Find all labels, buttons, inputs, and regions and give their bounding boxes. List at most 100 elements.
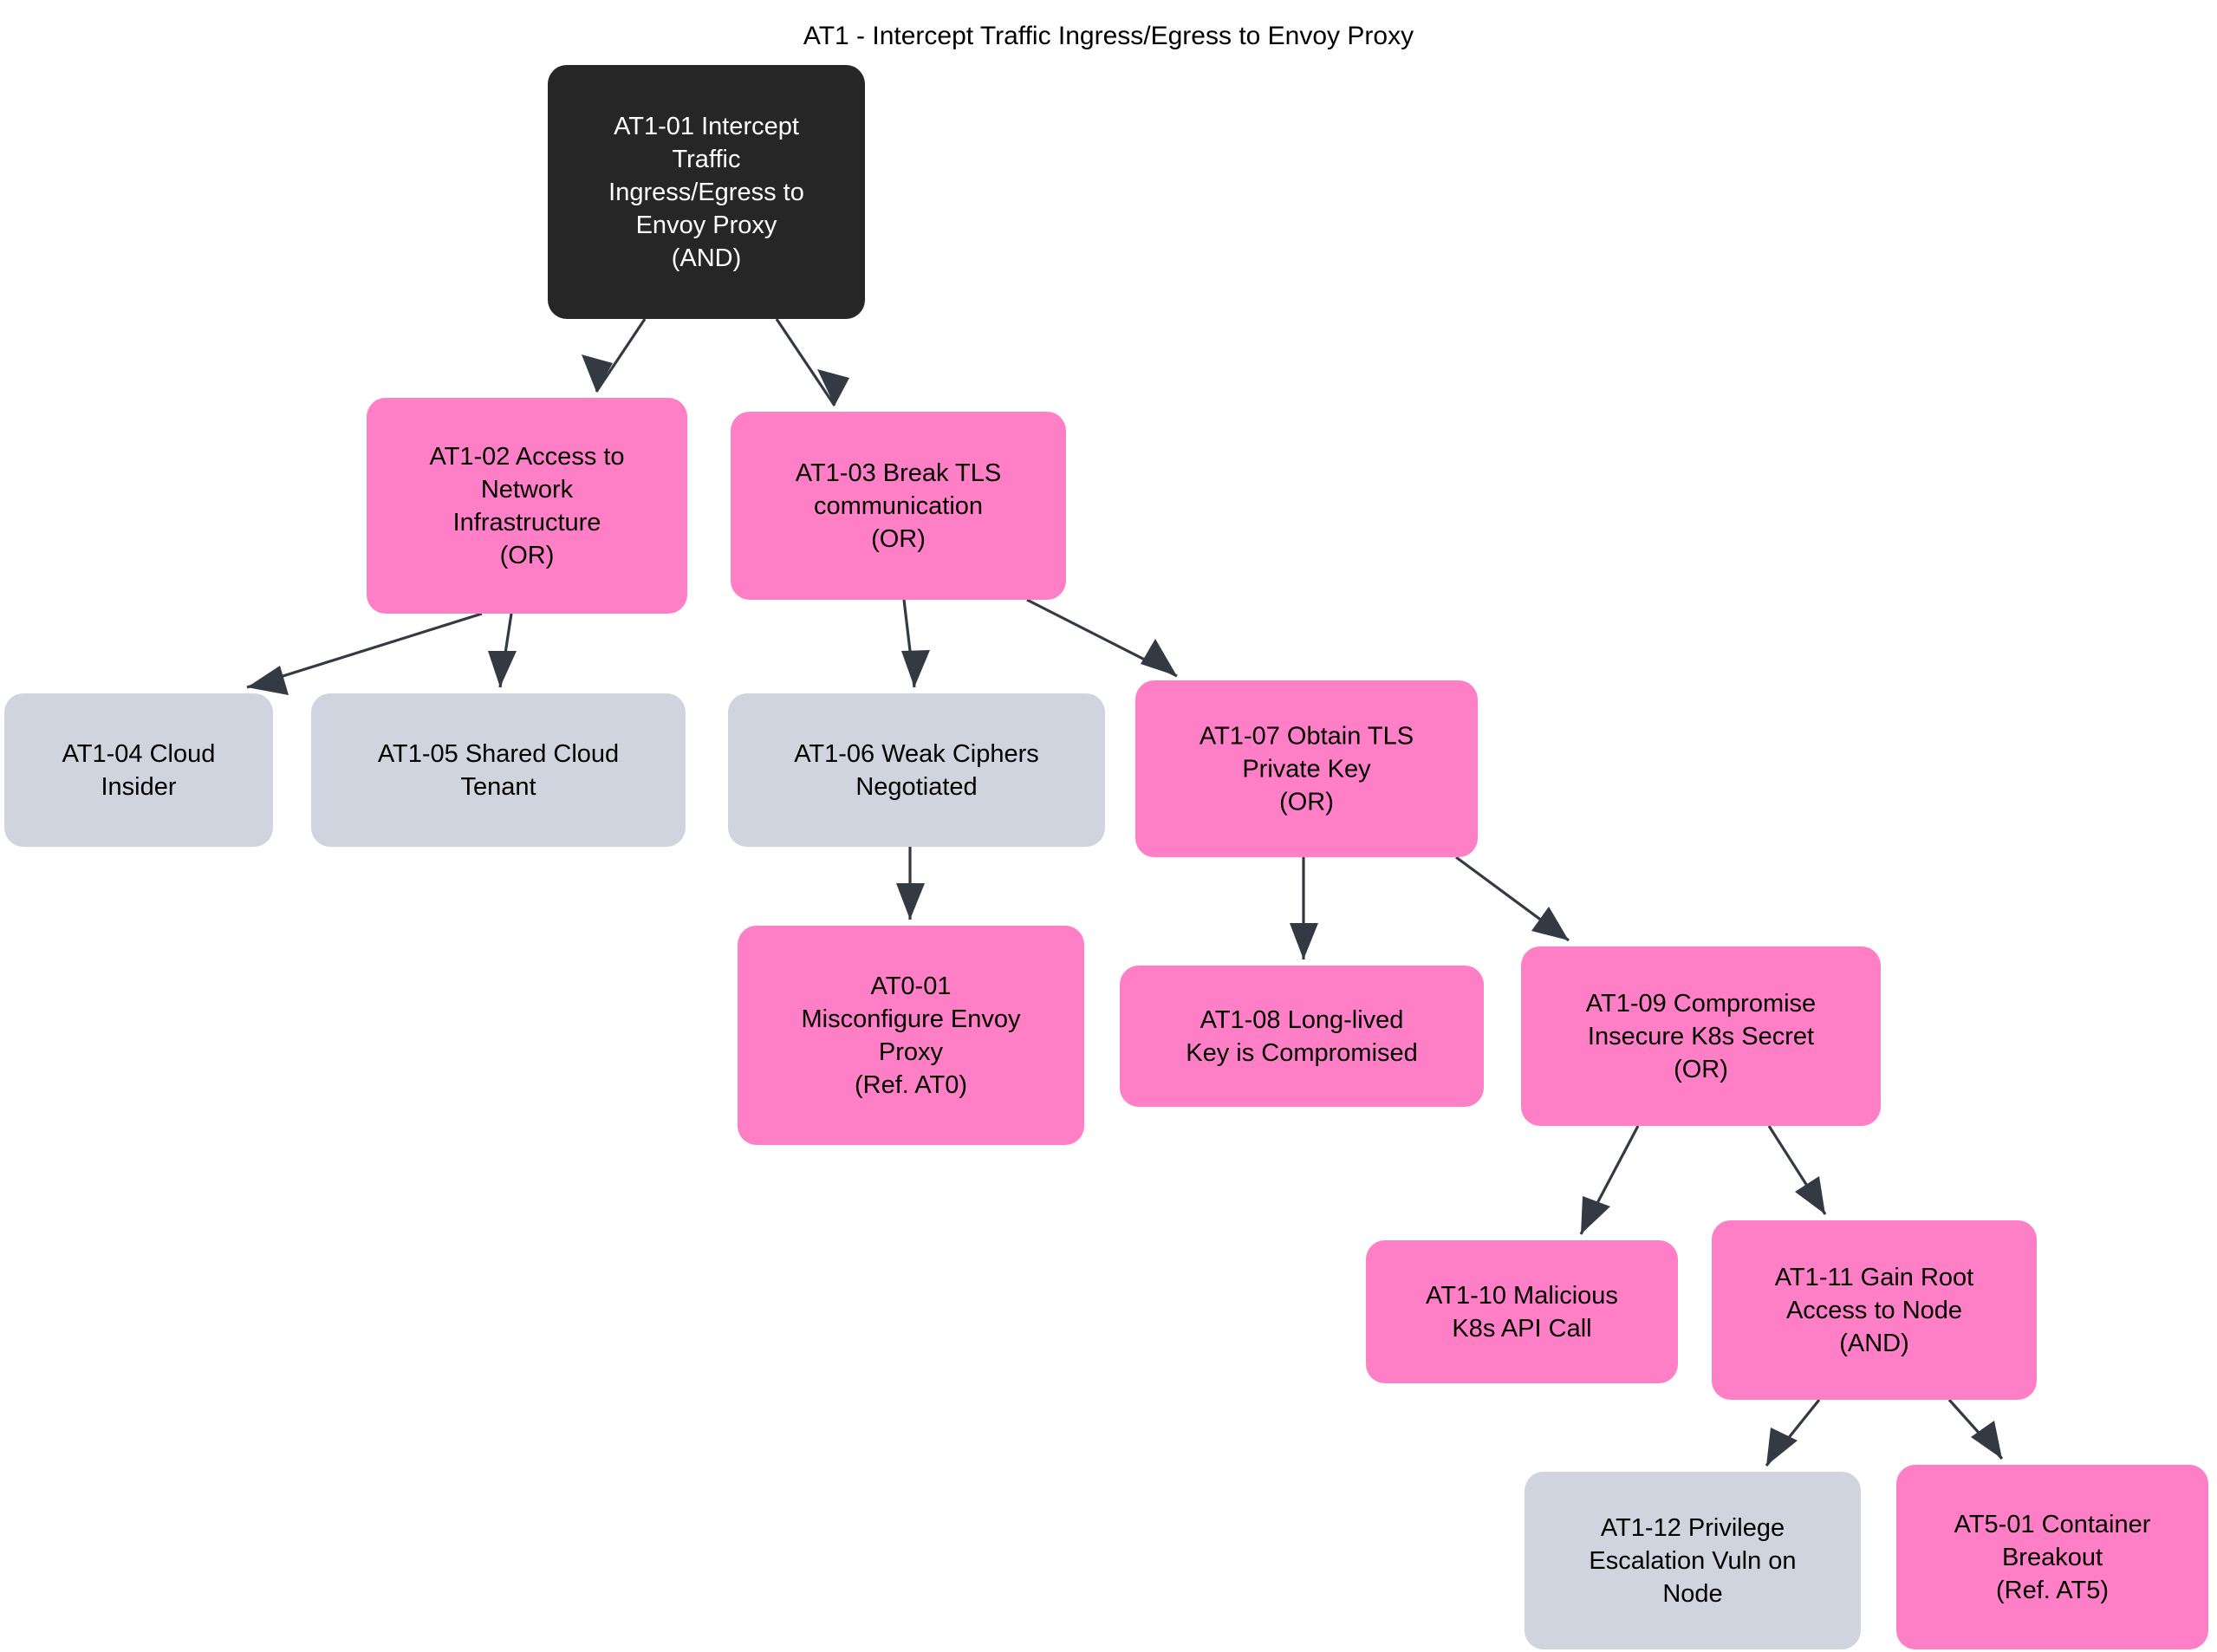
arrowhead-icon (488, 651, 517, 687)
node-label-line: Tenant (460, 773, 536, 801)
node-label-line: AT1-10 Malicious (1426, 1282, 1618, 1310)
node-label-line: AT1-04 Cloud (62, 740, 216, 768)
arrowhead-icon (1290, 923, 1318, 959)
node-box[interactable] (728, 693, 1105, 847)
edge-at1-11-to-at5-01 (1947, 1398, 2004, 1460)
node-box[interactable] (548, 65, 865, 319)
node-label-line: Private Key (1242, 756, 1371, 784)
node-label-line: Access to Node (1786, 1297, 1962, 1324)
arrowhead-icon (1531, 907, 1569, 940)
edge-line (246, 612, 483, 689)
node-box[interactable] (738, 926, 1084, 1145)
node-label-line: AT1-09 Compromise (1586, 990, 1816, 1018)
node-label-line: AT1-03 Break TLS (796, 459, 1001, 487)
node-label-line: AT0-01 (871, 972, 952, 1000)
node-label-line: Ingress/Egress to (608, 179, 804, 206)
node-label-line: Traffic (673, 146, 741, 173)
edge-at1-02-to-at1-05 (488, 613, 517, 688)
edge-at1-09-to-at1-11 (1767, 1125, 1827, 1215)
node-label-line: communication (814, 492, 983, 520)
edge-at1-06-to-at0-01 (896, 847, 925, 920)
edge-at1-11-to-at1-12 (1765, 1398, 1821, 1467)
node-label-line: Node (1662, 1580, 1722, 1608)
edge-at1-03-to-at1-07 (1026, 598, 1178, 678)
node-label-line: AT1-05 Shared Cloud (378, 740, 619, 768)
node-label-line: (AND) (1839, 1330, 1909, 1357)
node-box[interactable] (731, 412, 1066, 600)
arrowhead-icon (1795, 1176, 1825, 1214)
node-label-line: (AND) (672, 244, 742, 272)
node-box[interactable] (1120, 966, 1484, 1107)
diagram-title: AT1 - Intercept Traffic Ingress/Egress t… (803, 22, 1414, 50)
node-box[interactable] (4, 693, 273, 847)
node-label-line: Escalation Vuln on (1589, 1547, 1796, 1575)
arrowhead-icon (1141, 639, 1177, 676)
node-label-line: AT1-12 Privilege (1601, 1514, 1785, 1542)
edge-at1-02-to-at1-04 (246, 612, 483, 695)
node-label-line: Insider (101, 773, 176, 801)
node-label-line: (OR) (500, 542, 555, 569)
node-label-line: Key is Compromised (1186, 1039, 1418, 1067)
node-at1-02[interactable]: AT1-02 Access toNetworkInfrastructure(OR… (367, 398, 687, 614)
edge-at1-09-to-at1-10 (1579, 1125, 1640, 1235)
node-label-line: (OR) (871, 525, 926, 553)
node-at1-07[interactable]: AT1-07 Obtain TLS Private Key (OR) (1135, 680, 1478, 857)
node-label-line: Breakout (2002, 1544, 2103, 1571)
node-box[interactable] (367, 398, 687, 614)
node-label-line: Infrastructure (453, 509, 601, 537)
node-label-line: Network (481, 476, 574, 504)
node-box[interactable] (1521, 946, 1881, 1126)
arrowhead-icon (582, 354, 613, 392)
node-label-line: (Ref. AT0) (855, 1071, 967, 1099)
node-label-line: AT5-01 Container (1954, 1511, 2151, 1538)
node-label-line: AT1-08 Long-lived (1200, 1006, 1404, 1034)
edge-layer (246, 318, 2004, 1467)
arrowhead-icon (1971, 1421, 2002, 1459)
node-label-line: (OR) (1279, 789, 1334, 816)
node-box[interactable] (1525, 1472, 1861, 1649)
arrowhead-icon (247, 666, 289, 695)
arrowhead-icon (1581, 1196, 1610, 1234)
arrowhead-icon (896, 883, 925, 920)
node-label-line: (OR) (1674, 1056, 1728, 1083)
node-box[interactable] (1896, 1465, 2208, 1649)
edge-at1-07-to-at1-08 (1290, 857, 1318, 959)
node-label-line: AT1-01 Intercept (614, 113, 799, 140)
node-box[interactable] (1366, 1240, 1678, 1383)
node-label-line: AT1-06 Weak Ciphers (794, 740, 1039, 768)
node-box[interactable] (311, 693, 686, 847)
node-label-line: Misconfigure Envoy (801, 1005, 1021, 1033)
node-box[interactable] (1135, 680, 1478, 857)
node-box[interactable] (1712, 1220, 2037, 1400)
edge-at1-01-to-at1-02 (582, 318, 647, 393)
edge-at1-03-to-at1-06 (901, 599, 930, 688)
arrowhead-icon (817, 369, 849, 406)
arrowhead-icon (901, 650, 930, 687)
node-at1-03[interactable]: AT1-03 Break TLS communication (OR) (731, 412, 1066, 600)
edge-at1-01-to-at1-03 (775, 318, 849, 406)
arrowhead-icon (1766, 1428, 1798, 1466)
node-label-line: K8s API Call (1452, 1315, 1591, 1343)
edge-line (775, 318, 836, 406)
node-label-line: Negotiated (855, 773, 977, 801)
node-label-line: AT1-07 Obtain TLS (1200, 723, 1414, 751)
edge-at1-07-to-at1-09 (1455, 855, 1570, 942)
node-label-line: Proxy (879, 1038, 944, 1066)
node-label-line: (Ref. AT5) (1996, 1577, 2109, 1604)
node-label-line: AT1-11 Gain Root (1775, 1264, 1973, 1291)
edge-line (595, 318, 647, 393)
